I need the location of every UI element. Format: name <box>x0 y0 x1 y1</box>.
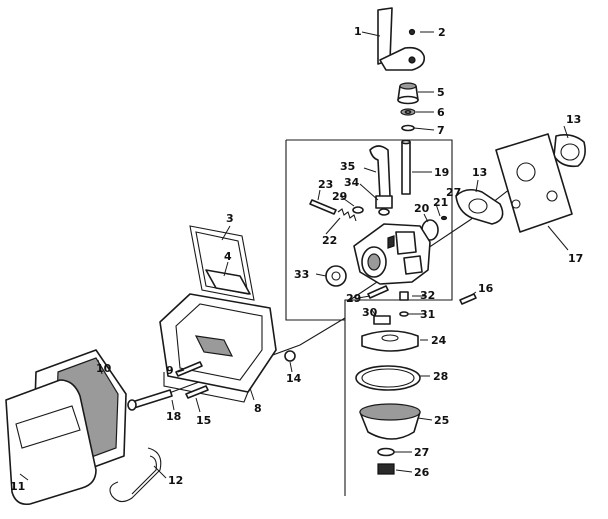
callout-4: 4 <box>224 250 232 263</box>
part-27-washer-lower <box>377 447 395 457</box>
callout-labels: 1 2 3 4 5 6 7 8 9 10 11 12 13 13 14 15 1… <box>10 25 583 493</box>
part-25-float-bowl <box>359 403 421 440</box>
callout-7: 7 <box>437 124 445 137</box>
part-15-screw <box>185 385 209 399</box>
part-13-gasket-right <box>553 134 586 168</box>
callout-27-lower: 27 <box>414 446 429 459</box>
callout-25: 25 <box>434 414 449 427</box>
part-18-long-bolt <box>127 389 173 411</box>
part-9-screw <box>175 361 203 377</box>
callout-5: 5 <box>437 86 445 99</box>
part-29-washer-upper <box>352 206 364 214</box>
part-17-insulator-plate <box>495 133 573 233</box>
callout-19: 19 <box>434 166 449 179</box>
callout-33: 33 <box>294 268 309 281</box>
callout-10: 10 <box>96 362 112 375</box>
callout-28: 28 <box>433 370 448 383</box>
callout-18: 18 <box>166 410 181 423</box>
callout-30: 30 <box>362 306 378 319</box>
part-12-clip <box>109 447 162 503</box>
part-1-bracket-lever <box>377 7 426 71</box>
part-24-bowl-insert <box>361 330 419 352</box>
part-33-cap <box>325 265 347 287</box>
callout-16: 16 <box>478 282 494 295</box>
part-26-drain-screw <box>377 463 395 475</box>
callout-13-left: 13 <box>472 166 487 179</box>
part-21-pin <box>440 215 448 221</box>
part-23-screw <box>309 199 337 215</box>
part-11-air-cleaner-cover <box>5 379 97 506</box>
callout-13-right: 13 <box>566 113 581 126</box>
part-7-oring <box>401 124 415 132</box>
callout-2: 2 <box>438 26 446 39</box>
leader-lines <box>19 31 569 481</box>
part-13-gasket-left <box>455 188 504 225</box>
callout-35: 35 <box>340 160 355 173</box>
callout-3: 3 <box>226 212 234 225</box>
part-16-screw <box>459 293 477 305</box>
callout-17: 17 <box>568 252 583 265</box>
callout-1: 1 <box>354 25 362 38</box>
part-34-cap <box>378 208 390 216</box>
callout-32: 32 <box>420 289 435 302</box>
callout-15: 15 <box>196 414 211 427</box>
part-8-air-cleaner-base <box>159 293 277 403</box>
part-28-gasket-ring <box>355 365 421 391</box>
part-6-washer <box>400 108 416 116</box>
callout-11: 11 <box>10 480 25 493</box>
part-19-pin <box>401 139 411 195</box>
callout-34: 34 <box>344 176 360 189</box>
carburetor-body <box>353 223 431 285</box>
callout-29-lower: 29 <box>346 292 361 305</box>
callout-6: 6 <box>437 106 445 119</box>
part-31-oring <box>399 311 409 317</box>
callout-8: 8 <box>254 402 262 415</box>
callout-20: 20 <box>414 202 430 215</box>
callout-21: 21 <box>433 196 448 209</box>
callout-22: 22 <box>322 234 337 247</box>
callout-23: 23 <box>318 178 333 191</box>
callout-12: 12 <box>168 474 183 487</box>
part-22-spring <box>337 208 357 222</box>
callout-26: 26 <box>414 466 430 479</box>
callout-27-upper: 27 <box>446 186 461 199</box>
part-14-nut <box>284 350 296 362</box>
part-2-screw <box>408 28 416 36</box>
callout-24: 24 <box>431 334 447 347</box>
part-4-choke-plate <box>205 269 251 295</box>
part-5-shaft-assembly <box>397 82 419 105</box>
part-32-jet <box>399 291 409 301</box>
callout-31: 31 <box>420 308 435 321</box>
callout-9: 9 <box>166 364 174 377</box>
callout-14: 14 <box>286 372 302 385</box>
callout-29-upper: 29 <box>332 190 347 203</box>
part-30-valve <box>373 315 391 325</box>
part-35-lever <box>369 145 393 209</box>
carburetor-group-frame <box>285 139 453 496</box>
part-29-washer-lower <box>367 285 389 299</box>
